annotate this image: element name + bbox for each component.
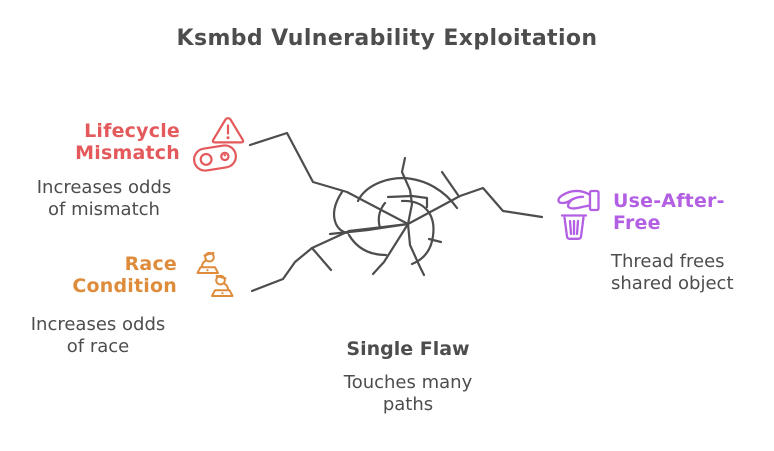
single-flaw-label: Single Flaw (346, 338, 470, 360)
web-line-ne (440, 170, 460, 197)
web-arc-inner-left (377, 201, 387, 230)
use-after-free-label: Use-After- Free (613, 190, 725, 235)
person-laptop-icon (211, 274, 234, 297)
trash-icon (560, 214, 588, 240)
web-line-s-left (371, 222, 410, 276)
web-line-s-right (406, 222, 426, 277)
web-line-n-branch2 (410, 194, 429, 209)
warning-triangle-icon (211, 117, 245, 144)
page-title: Ksmbd Vulnerability Exploitation (176, 26, 598, 51)
web-line-nw (248, 131, 410, 226)
web-arc-fan (332, 190, 350, 235)
use-after-free-caption: Thread frees shared object (611, 251, 734, 295)
person-laptop-icon (196, 251, 219, 274)
web-line-sw-spur (310, 246, 333, 272)
web-line-n-branch (386, 194, 414, 199)
hand-over-trash-icon (557, 189, 600, 240)
lifecycle-mismatch-label: Lifecycle Mismatch (75, 120, 180, 165)
web-line-w (328, 222, 410, 236)
hand-drop-icon (557, 189, 600, 212)
race-condition-label: Race Condition (72, 253, 177, 298)
race-condition-caption: Increases odds of race (30, 314, 166, 358)
web-line-n (400, 156, 414, 226)
web-tick (427, 237, 443, 244)
web-line-sw (250, 222, 410, 293)
lifecycle-mismatch-caption: Increases odds of mismatch (36, 177, 172, 221)
single-flaw-caption: Touches many paths (343, 372, 473, 416)
cam-link-icon (193, 144, 237, 172)
web-arc-inner-right (400, 199, 435, 266)
web-line-e (406, 186, 544, 226)
web-arc-bottom (347, 233, 388, 257)
web-arc-top (356, 176, 459, 210)
